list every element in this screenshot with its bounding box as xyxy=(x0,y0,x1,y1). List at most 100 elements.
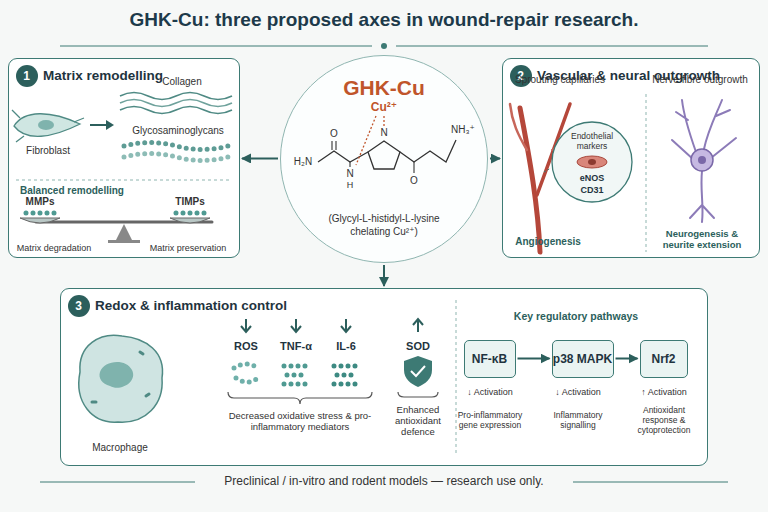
figure-label: Macrophage xyxy=(92,442,148,454)
figure-label: TNF-α xyxy=(280,340,312,353)
brace xyxy=(228,392,372,404)
connector-arrow xyxy=(518,358,550,360)
bond xyxy=(413,162,414,173)
protein-dots xyxy=(26,211,56,216)
vesicle xyxy=(92,352,149,402)
callout-number: 1 xyxy=(23,69,30,83)
neuron-body xyxy=(691,149,713,171)
hub-ground xyxy=(280,55,488,263)
capillary xyxy=(510,104,527,150)
callout-number: 3 xyxy=(75,299,82,313)
brace xyxy=(398,392,438,397)
figure-label: Collagen xyxy=(162,76,201,88)
cytokine-dots xyxy=(284,366,308,384)
check-mark xyxy=(411,366,425,376)
hub-note: (Glycyl-L-histidyl-L-lysine chelating Cu… xyxy=(309,212,459,238)
pathway-box: NF-κB xyxy=(464,340,516,378)
figure-label: ↓ Activation xyxy=(555,387,601,397)
pathway-box: Nrf2 xyxy=(640,340,688,378)
imidazole-ring xyxy=(368,141,400,169)
balance-pan xyxy=(20,218,60,223)
diagram-title: GHK-Cu: three proposed axes in wound-rep… xyxy=(0,9,768,31)
gag-chain xyxy=(124,154,228,161)
figure-label: Angiogenesis xyxy=(515,236,581,248)
pathway-name: NF-κB xyxy=(472,352,507,366)
hub-name: GHK-Cu xyxy=(281,76,487,100)
diagram-caption: Preclinical / in-vitro and rodent models… xyxy=(0,474,768,488)
title-rule xyxy=(396,46,708,47)
cell-nucleus xyxy=(99,362,133,388)
figure-label: Neurogenesis & neurite extension xyxy=(654,229,750,251)
leader-line xyxy=(544,168,551,172)
title-dot xyxy=(381,43,387,49)
chelation-bond xyxy=(356,116,376,165)
cell-nucleus xyxy=(38,120,54,130)
down-arrow xyxy=(241,319,251,332)
figure-label: Decreased oxidative stress & pro-inflamm… xyxy=(225,411,375,433)
figure-label: Antioxidant response & cytoprotection xyxy=(626,406,702,435)
collagen-fibre xyxy=(120,107,232,114)
figure-label: Inflammatory signalling xyxy=(539,411,617,431)
figure-label: Pro-inflammatory gene expression xyxy=(451,411,529,431)
figure-label: CD31 xyxy=(580,185,603,195)
figure-label: Matrix degradation xyxy=(17,243,92,253)
figure-label: TIMPs xyxy=(175,196,204,208)
figure-label: Endothelial markers xyxy=(560,132,624,152)
figure-label: Sprouting capillaries xyxy=(515,74,605,86)
gag-chain xyxy=(124,143,228,150)
figure-label: Nerve fibre outgrowth xyxy=(652,74,748,86)
figure-label: SOD xyxy=(406,340,430,353)
process-arrow xyxy=(90,124,108,126)
figure-label: Glycosaminoglycans xyxy=(132,125,224,137)
cell-nucleus xyxy=(698,156,706,164)
callout-number: 3 xyxy=(68,295,90,317)
cell-nucleus xyxy=(588,159,596,165)
bond xyxy=(318,151,368,162)
section-panel: Vascular & neural outgrowth2 xyxy=(502,58,760,258)
figure-label: O xyxy=(330,128,338,140)
axon xyxy=(690,171,714,222)
connector-arrow xyxy=(242,157,278,159)
connector-arrow xyxy=(490,158,500,160)
figure-label: ROS xyxy=(234,340,258,353)
figure-label: eNOS xyxy=(580,173,605,183)
title-rule xyxy=(60,46,372,47)
panel-ground xyxy=(60,288,708,466)
cell-process xyxy=(12,110,84,142)
balance-pivot xyxy=(116,224,132,240)
balance-base xyxy=(108,240,140,243)
collagen-fibre xyxy=(120,93,232,100)
figure-label: Balanced remodelling xyxy=(20,185,124,197)
balance-pan xyxy=(170,218,210,223)
up-arrow xyxy=(413,319,423,332)
caption-rule xyxy=(573,482,728,483)
arrow-head xyxy=(106,120,114,130)
figure-label: O xyxy=(410,175,418,187)
pathway-name: Nrf2 xyxy=(651,352,675,366)
figure-label: Enhanced antioxidant defence xyxy=(386,405,450,438)
figure-label: Cu²⁺ xyxy=(371,101,397,115)
pathway-name: p38 MAPK xyxy=(553,352,612,366)
cytokine-dots xyxy=(334,366,358,384)
down-arrow xyxy=(291,319,301,332)
figure-label: Key regulatory pathways xyxy=(514,310,638,322)
protein-dots xyxy=(176,211,206,216)
connector-arrow xyxy=(383,265,385,286)
macrophage-cell xyxy=(79,335,163,422)
figure-label: H xyxy=(347,180,354,190)
section-panel: Matrix remodelling1 xyxy=(8,58,240,258)
pathway-box: p38 MAPK xyxy=(552,340,614,378)
panel-divider xyxy=(456,300,457,456)
panel-ground xyxy=(8,58,240,258)
fibroblast-cell xyxy=(14,114,80,137)
capillary xyxy=(520,108,540,252)
panel-heading: Redox & inflammation control xyxy=(95,297,287,315)
panel-divider xyxy=(646,94,647,252)
figure-label: N xyxy=(380,127,387,139)
panel-divider xyxy=(16,180,232,181)
callout-number: 1 xyxy=(16,65,38,87)
figure-label: Matrix preservation xyxy=(150,243,227,253)
panel-ground xyxy=(502,58,760,258)
endothelial-cell xyxy=(577,156,607,168)
